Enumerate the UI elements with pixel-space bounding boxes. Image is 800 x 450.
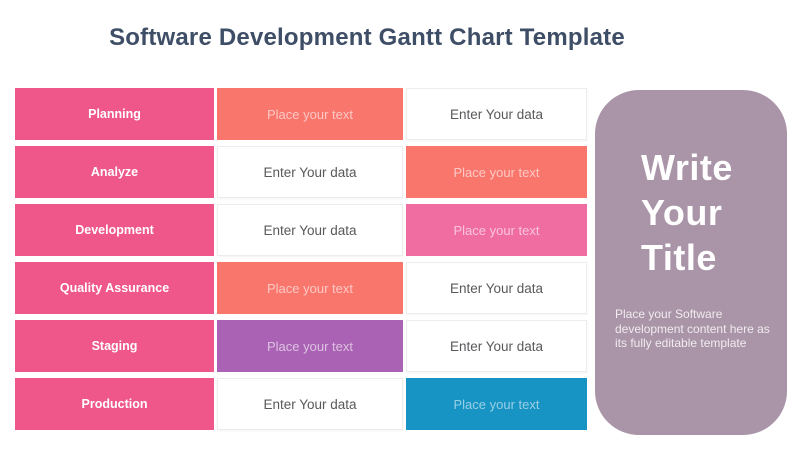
- text-placeholder-cell[interactable]: Place your text: [217, 320, 403, 372]
- data-entry-cell[interactable]: Enter Your data: [217, 146, 403, 198]
- data-entry-cell[interactable]: Enter Your data: [406, 320, 587, 372]
- text-placeholder-cell[interactable]: Place your text: [406, 146, 587, 198]
- table-row: Planning Place your text Enter Your data: [15, 88, 587, 140]
- panel-title-placeholder[interactable]: Write Your Title: [641, 147, 733, 278]
- text-placeholder-cell[interactable]: Place your text: [406, 204, 587, 256]
- data-entry-cell[interactable]: Enter Your data: [217, 378, 403, 430]
- text-placeholder-cell[interactable]: Place your text: [406, 378, 587, 430]
- text-placeholder-cell[interactable]: Place your text: [217, 88, 403, 140]
- slide-title: Software Development Gantt Chart Templat…: [109, 24, 625, 51]
- table-row: Production Enter Your data Place your te…: [15, 378, 587, 430]
- row-label: Quality Assurance: [15, 262, 214, 314]
- table-row: Development Enter Your data Place your t…: [15, 204, 587, 256]
- table-row: Analyze Enter Your data Place your text: [15, 146, 587, 198]
- row-label: Production: [15, 378, 214, 430]
- panel-description-placeholder[interactable]: Place your Software development content …: [615, 307, 770, 350]
- table-row: Staging Place your text Enter Your data: [15, 320, 587, 372]
- gantt-table: Planning Place your text Enter Your data…: [15, 88, 587, 430]
- data-entry-cell[interactable]: Enter Your data: [217, 204, 403, 256]
- table-row: Quality Assurance Place your text Enter …: [15, 262, 587, 314]
- row-label: Planning: [15, 88, 214, 140]
- data-entry-cell[interactable]: Enter Your data: [406, 262, 587, 314]
- row-label: Development: [15, 204, 214, 256]
- row-label: Analyze: [15, 146, 214, 198]
- data-entry-cell[interactable]: Enter Your data: [406, 88, 587, 140]
- side-panel: Write Your Title Place your Software dev…: [595, 90, 787, 435]
- text-placeholder-cell[interactable]: Place your text: [217, 262, 403, 314]
- row-label: Staging: [15, 320, 214, 372]
